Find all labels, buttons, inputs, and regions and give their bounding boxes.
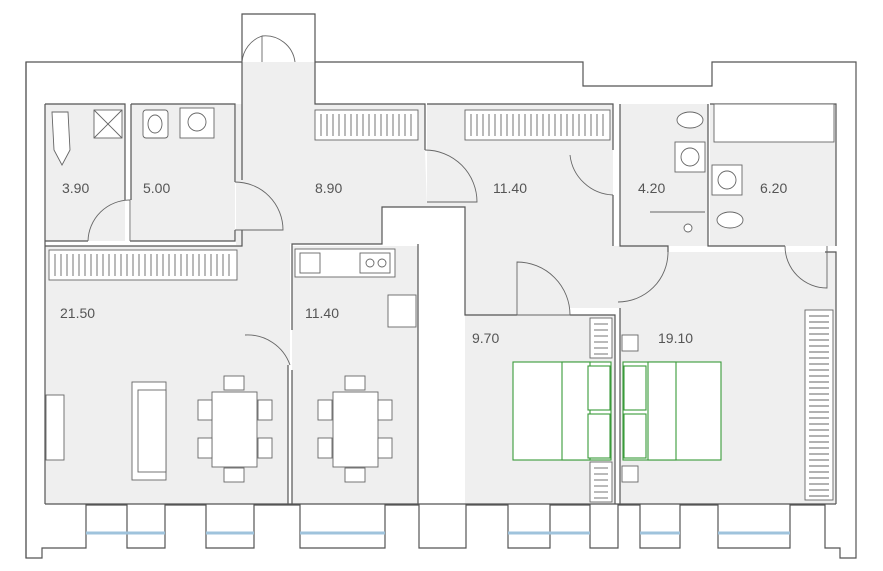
bathroom-1-fixtures [51, 109, 123, 166]
kitchen-counter [294, 248, 417, 328]
area-label-hall: 8.90 [315, 180, 342, 196]
nightstand-bottom [621, 465, 639, 483]
outer-wall [25, 13, 857, 559]
area-label-bathroom-3: 6.20 [760, 180, 787, 196]
bathroom-2-fixtures [142, 107, 215, 139]
sofa [45, 381, 167, 481]
room-corridor [427, 104, 668, 315]
area-label-corridor: 11.40 [493, 180, 527, 196]
area-label-bathroom-2: 5.00 [143, 180, 170, 196]
bed-small [512, 361, 612, 461]
bed-large [622, 361, 722, 461]
bathroom-3-fixtures [711, 103, 835, 229]
kitchen-dining-table [317, 375, 393, 483]
radiator-slats [54, 114, 829, 499]
area-label-kitchen: 11.40 [305, 305, 339, 321]
area-label-bathroom-1: 3.90 [62, 180, 89, 196]
wc-fixtures [650, 111, 706, 233]
radiators [48, 109, 834, 503]
nightstand-top [621, 334, 639, 352]
area-label-bedroom-small: 9.70 [472, 330, 499, 346]
doors [87, 35, 828, 366]
living-dining-table [197, 375, 273, 483]
area-label-living: 21.50 [60, 305, 95, 321]
area-label-wc: 4.20 [638, 180, 665, 196]
area-label-bedroom-large: 19.10 [658, 330, 693, 346]
